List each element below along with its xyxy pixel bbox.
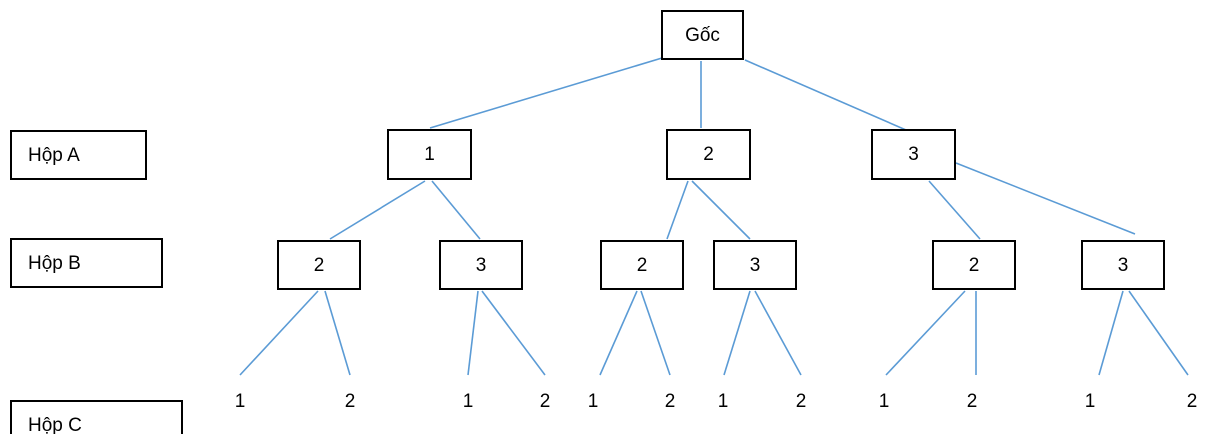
- tree-node-level2-b2[interactable]: 3: [439, 240, 523, 290]
- row-hop-a-label: Hộp A: [28, 144, 80, 166]
- tree-edge-b4-to-c7: [723, 290, 751, 376]
- tree-leaf-c1-label: 1: [234, 391, 246, 412]
- tree-node-level2-b6-label: 3: [1117, 254, 1129, 276]
- tree-leaf-c7[interactable]: 1: [703, 392, 743, 411]
- tree-edge-b2-to-c3: [467, 290, 479, 376]
- tree-node-level1-a3-label: 3: [908, 144, 919, 165]
- row-hop-c[interactable]: Hộp C: [10, 400, 183, 434]
- tree-node-level2-b4[interactable]: 3: [713, 240, 797, 290]
- tree-leaf-c1[interactable]: 1: [220, 392, 260, 411]
- tree-leaf-c7-label: 1: [717, 391, 729, 412]
- tree-leaf-c9-label: 1: [878, 391, 890, 412]
- tree-leaf-c2-label: 2: [344, 391, 356, 412]
- tree-node-level2-b5[interactable]: 2: [932, 240, 1016, 290]
- tree-leaf-c6[interactable]: 2: [650, 392, 690, 411]
- tree-leaf-c12[interactable]: 2: [1172, 392, 1212, 411]
- tree-leaf-c10-label: 2: [966, 391, 978, 412]
- tree-node-level2-b2-label: 3: [475, 254, 487, 276]
- tree-edge-b6-to-c12: [1128, 290, 1189, 376]
- tree-node-level1-a1[interactable]: 1: [387, 129, 472, 180]
- tree-node-level2-b3[interactable]: 2: [600, 240, 684, 290]
- tree-leaf-c6-label: 2: [664, 391, 676, 412]
- tree-edge-root-to-a1: [429, 57, 663, 129]
- tree-leaf-c4-label: 2: [539, 391, 551, 412]
- tree-edge-a1-to-b1: [329, 180, 426, 240]
- tree-edge-a3-to-b5: [928, 180, 981, 240]
- tree-leaf-c11[interactable]: 1: [1070, 392, 1110, 411]
- tree-edge-a1-to-b2: [431, 180, 481, 240]
- tree-leaf-c3[interactable]: 1: [448, 392, 488, 411]
- tree-edge-b1-to-c2: [324, 290, 351, 376]
- tree-node-level2-b4-label: 3: [749, 254, 761, 276]
- tree-leaf-c2[interactable]: 2: [330, 392, 370, 411]
- tree-edge-b3-to-c6: [640, 290, 671, 376]
- tree-edge-a2-to-b4: [691, 180, 751, 240]
- tree-node-level1-a3[interactable]: 3: [871, 129, 956, 180]
- tree-node-root-label: Gốc: [685, 24, 720, 46]
- tree-leaf-c5[interactable]: 1: [573, 392, 613, 411]
- row-hop-b-label: Hộp B: [28, 252, 81, 274]
- tree-leaf-c8[interactable]: 2: [781, 392, 821, 411]
- tree-leaf-c5-label: 1: [587, 391, 599, 412]
- tree-edge-b6-to-c11: [1098, 290, 1124, 376]
- row-hop-a[interactable]: Hộp A: [10, 130, 147, 180]
- tree-leaf-c11-label: 1: [1084, 391, 1096, 412]
- tree-edge-b5-to-c9: [885, 290, 966, 376]
- tree-edge-a3-to-b6: [955, 162, 1136, 235]
- tree-edge-b3-to-c5: [599, 290, 638, 376]
- tree-node-level2-b1[interactable]: 2: [277, 240, 361, 290]
- tree-node-level1-a2-label: 2: [703, 144, 714, 165]
- row-hop-b[interactable]: Hộp B: [10, 238, 163, 288]
- tree-edge-a2-to-b3: [666, 180, 689, 240]
- tree-edge-b1-to-c1: [239, 290, 319, 376]
- tree-leaf-c10[interactable]: 2: [952, 392, 992, 411]
- tree-leaf-c12-label: 2: [1186, 391, 1198, 412]
- tree-node-level2-b6[interactable]: 3: [1081, 240, 1165, 290]
- tree-leaf-c8-label: 2: [795, 391, 807, 412]
- tree-node-level2-b3-label: 2: [636, 254, 648, 276]
- tree-node-root[interactable]: Gốc: [661, 10, 744, 60]
- tree-edge-root-to-a3: [744, 59, 907, 131]
- tree-node-level1-a1-label: 1: [424, 144, 435, 165]
- tree-edge-b2-to-c4: [481, 290, 546, 376]
- tree-node-level2-b5-label: 2: [968, 254, 980, 276]
- tree-leaf-c9[interactable]: 1: [864, 392, 904, 411]
- row-hop-c-label: Hộp C: [28, 414, 82, 434]
- tree-node-level1-a2[interactable]: 2: [666, 129, 751, 180]
- tree-node-level2-b1-label: 2: [313, 254, 325, 276]
- tree-leaf-c3-label: 1: [462, 391, 474, 412]
- tree-edge-b4-to-c8: [754, 290, 802, 376]
- tree-leaf-c4[interactable]: 2: [525, 392, 565, 411]
